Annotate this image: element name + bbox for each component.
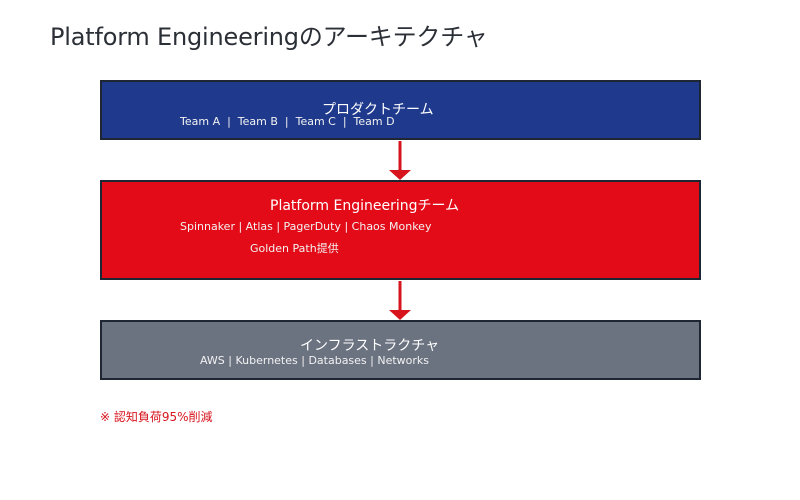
golden-path-note: Golden Path提供 [250, 242, 339, 255]
product-team-heading: プロダクトチーム [322, 102, 434, 118]
infrastructure-list: AWS | Kubernetes | Databases | Networks [200, 354, 430, 367]
arrow-platform-to-infra [389, 281, 411, 320]
arrow-product-to-platform [389, 141, 411, 180]
product-team-layer: プロダクトチーム Team A | Team B | Team C | Team… [100, 80, 701, 140]
platform-team-heading: Platform Engineeringチーム [270, 198, 460, 214]
platform-tools-list: Spinnaker | Atlas | PagerDuty | Chaos Mo… [180, 220, 432, 233]
infrastructure-heading: インフラストラクチャ [300, 338, 440, 354]
arrow-head [389, 170, 411, 180]
infrastructure-layer: インフラストラクチャ AWS | Kubernetes | Databases … [100, 320, 701, 380]
diagram-title: Platform Engineeringのアーキテクチャ [50, 23, 488, 51]
cognitive-load-footnote: ※ 認知負荷95%削減 [100, 410, 213, 424]
product-team-list: Team A | Team B | Team C | Team D [180, 115, 395, 128]
arrow-head [389, 310, 411, 320]
platform-engineering-layer: Platform Engineeringチーム Spinnaker | Atla… [100, 180, 701, 280]
